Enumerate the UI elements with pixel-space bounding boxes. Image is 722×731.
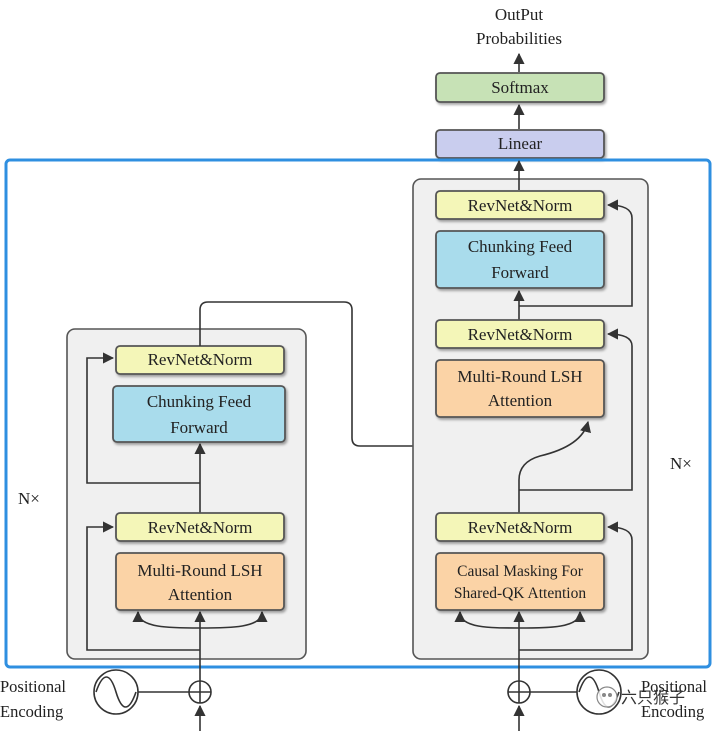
encoder-chunking-ff-line2: Forward — [170, 418, 228, 437]
decoder-revnorm-bottom — [435, 512, 605, 542]
decoder-revnorm-mid-label: RevNet&Norm — [468, 325, 573, 344]
encoder-lsh-attention — [115, 552, 285, 611]
decoder-chunking-ff-line1: Chunking Feed — [468, 237, 573, 256]
decoder-branch-right — [518, 610, 586, 629]
decoder-lsh-line2: Attention — [488, 391, 553, 410]
encoder-chunking-ff — [112, 385, 286, 443]
pos-enc-right-line1: Positional — [641, 677, 707, 696]
encoder-chunking-ff-line1: Chunking Feed — [147, 392, 252, 411]
encoder-lsh-line1: Multi-Round LSH — [137, 561, 262, 580]
decoder-revnorm-top-label: RevNet&Norm — [468, 196, 573, 215]
decoder-revnorm-bottom-label: RevNet&Norm — [468, 518, 573, 537]
decoder-causal-attention — [435, 552, 605, 611]
encoder-residual-attn — [86, 521, 200, 651]
decoder-residual-ff — [519, 199, 633, 307]
decoder-revnorm-mid — [435, 319, 605, 349]
decoder-residual-causal — [519, 521, 633, 651]
watermark-logo-icon — [596, 686, 618, 708]
encoder-branch-right — [199, 610, 268, 629]
softmax-label: Softmax — [491, 78, 549, 97]
pos-enc-right-line2: Encoding — [641, 702, 704, 721]
decoder-repeat-label: N× — [670, 454, 692, 473]
pos-enc-left-line1: Positional — [0, 677, 66, 696]
encoder-lsh-line2: Attention — [168, 585, 233, 604]
encoder-residual-ff — [86, 352, 200, 484]
encoder-revnorm-bottom-label: RevNet&Norm — [148, 518, 253, 537]
encoder-branch-left — [132, 610, 201, 629]
encoder-repeat-label: N× — [18, 489, 40, 508]
decoder-revnorm-top — [435, 190, 605, 220]
decoder-branch-left — [454, 610, 520, 629]
pos-enc-left-line2: Encoding — [0, 702, 63, 721]
blue-frame — [4, 158, 712, 669]
output-label-line2: Probabilities — [476, 29, 562, 48]
linear-label: Linear — [498, 134, 543, 153]
watermark-logo-dot2 — [608, 693, 612, 697]
linear-box — [435, 129, 605, 159]
output-label-line1: OutPut — [495, 5, 543, 24]
decoder-chunking-ff — [435, 230, 605, 289]
encoder-revnorm-top-label: RevNet&Norm — [148, 350, 253, 369]
decoder-causal-line1: Causal Masking For — [457, 563, 584, 580]
decoder-residual-attn — [519, 328, 633, 491]
decoder-chunking-ff-line2: Forward — [491, 263, 549, 282]
pos-enc-left-sine — [95, 676, 137, 708]
decoder-lsh-line1: Multi-Round LSH — [457, 367, 582, 386]
softmax-box — [435, 72, 605, 103]
decoder-lsh-attention — [435, 359, 605, 418]
decoder-causal-line2: Shared-QK Attention — [454, 585, 586, 602]
watermark-logo-dot — [602, 693, 606, 697]
watermark-text: 六只猴子 — [621, 688, 685, 707]
encoder-revnorm-bottom — [115, 512, 285, 542]
watermark: 六只猴子 — [596, 686, 685, 708]
decoder-revnorm-to-attn — [518, 420, 591, 513]
